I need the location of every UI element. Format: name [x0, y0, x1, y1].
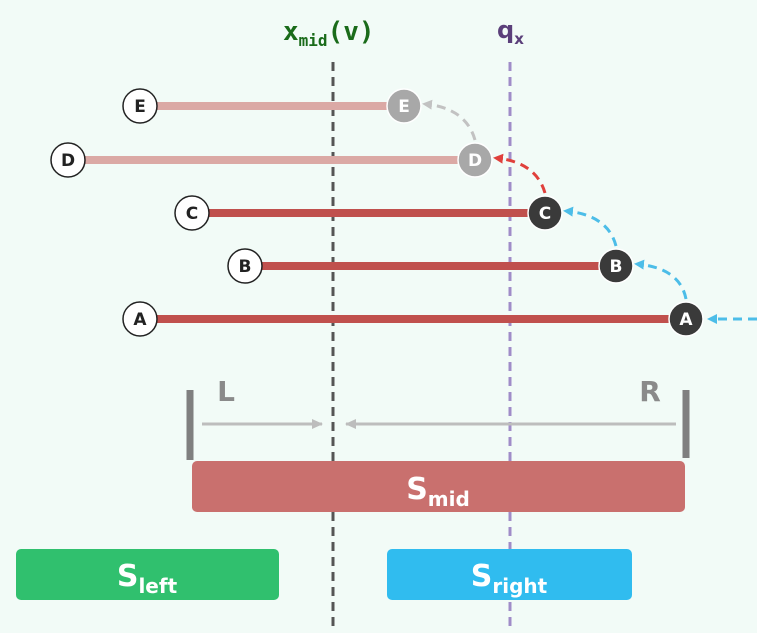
s-right-box: [387, 549, 632, 600]
segment-c-right-node: [527, 195, 563, 231]
arrow-a-to-b: [634, 259, 688, 300]
segment-c-left-node: [174, 195, 210, 231]
range-right-label: R: [639, 375, 661, 408]
x-mid-label: xmid(v): [283, 17, 375, 50]
segment-c: C C: [174, 195, 563, 231]
segment-d-left-node: [50, 142, 86, 178]
segment-e-left-node: [122, 88, 158, 124]
segment-b-left-label: B: [239, 257, 252, 277]
segment-a-right-label: A: [679, 310, 693, 330]
s-mid-box: [192, 461, 685, 512]
segment-a: A A: [122, 301, 704, 337]
segment-e-right-node: [386, 88, 422, 124]
s-right-label: Sright: [471, 559, 548, 598]
segment-e: E E: [122, 88, 422, 124]
segment-d: D D: [50, 142, 493, 178]
segment-a-left-label: A: [133, 310, 147, 330]
range-left-label: L: [217, 375, 235, 408]
segment-a-right-node: [668, 301, 704, 337]
segment-b-right-node: [598, 248, 634, 284]
segment-d-right-label: D: [468, 151, 482, 171]
segment-e-right-label: E: [398, 97, 410, 117]
arrow-b-to-c: [563, 206, 618, 247]
segment-b: B B: [227, 248, 634, 284]
segment-e-left-label: E: [134, 97, 146, 117]
segment-b-right-label: B: [610, 257, 623, 277]
qx-label: qx: [497, 16, 524, 48]
segment-c-left-label: C: [186, 204, 198, 224]
segment-b-left-node: [227, 248, 263, 284]
segment-d-left-label: D: [61, 151, 75, 171]
segment-a-left-node: [122, 301, 158, 337]
segment-d-right-node: [457, 142, 493, 178]
s-left-box: [16, 549, 279, 600]
arrow-d-to-e: [422, 99, 477, 141]
arrow-c-to-d: [493, 153, 547, 194]
segment-c-right-label: C: [539, 204, 551, 224]
s-mid-label: Smid: [406, 472, 470, 511]
s-left-label: Sleft: [117, 559, 178, 598]
